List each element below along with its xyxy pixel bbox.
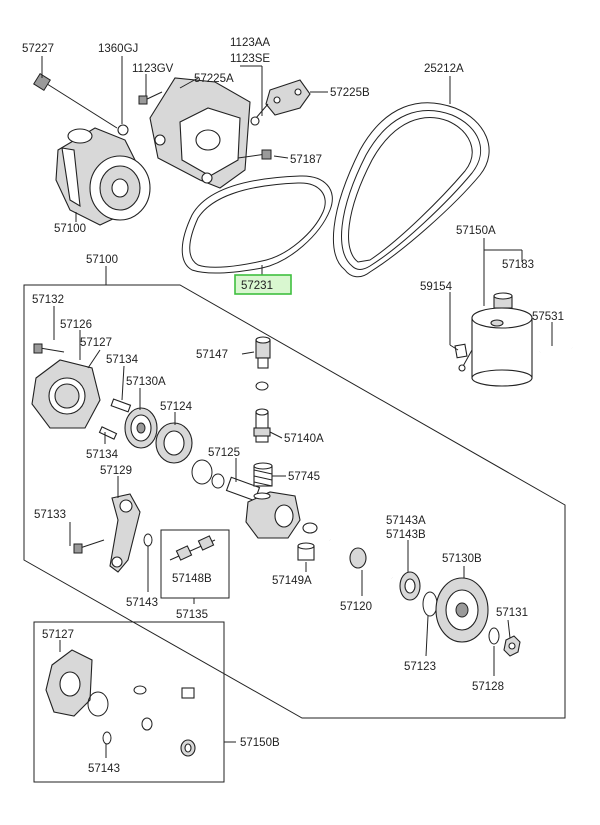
valve-kit-frame [160,529,230,599]
part-label-57124[interactable]: 57124 [160,401,193,413]
part-label-57143-mid[interactable]: 57143 [126,597,158,609]
part-label-57148B[interactable]: 57148B [172,573,212,585]
label-plate-59154[interactable] [454,343,468,359]
hose-57531[interactable] [539,343,573,355]
kit-oring-large[interactable] [87,691,109,717]
drive-belt-25212A[interactable] [332,102,490,278]
bolt-1123GV[interactable] [138,91,163,105]
reservoir-57150A[interactable] [458,307,533,387]
pump-bracket[interactable] [149,77,251,189]
part-label-57140A[interactable]: 57140A [284,433,324,445]
cover-gasket-57126[interactable] [31,359,101,429]
pin-57134b[interactable] [98,426,118,440]
part-label-57231[interactable]: 57231 [241,280,273,292]
fitting-57147[interactable] [255,336,271,369]
part-label-57133[interactable]: 57133 [34,509,66,521]
part-label-57125[interactable]: 57125 [208,447,240,459]
kit-oring-a[interactable] [133,685,147,695]
part-label-57129[interactable]: 57129 [100,465,132,477]
bolt-57132[interactable] [33,343,65,354]
rotor-57130A[interactable] [124,407,158,449]
oring-57125[interactable] [191,459,225,489]
gasket-57127[interactable] [45,649,93,717]
oring-57143a[interactable] [143,533,153,547]
bushing-57149A[interactable] [297,542,315,561]
gasket-kit-frame [33,621,225,783]
seal-57123[interactable] [422,591,438,617]
part-label-57150A[interactable]: 57150A [456,225,496,237]
part-label-57531[interactable]: 57531 [532,311,564,323]
bolt-57187[interactable] [237,149,272,160]
kit-oring-b[interactable] [141,717,153,731]
part-label-57187[interactable]: 57187 [290,154,322,166]
kit-seal[interactable] [180,739,196,757]
pump-assembly-frame [23,284,566,719]
part-label-59154[interactable]: 59154 [420,281,453,293]
bearing-57143A[interactable] [399,571,421,601]
part-label-57132[interactable]: 57132 [32,294,64,306]
kit-bushing[interactable] [181,687,195,699]
part-label-57183[interactable]: 57183 [502,259,534,271]
nut-57131[interactable] [503,635,521,657]
part-label-57225B[interactable]: 57225B [330,87,370,99]
part-label-57127-upper[interactable]: 57127 [80,337,112,349]
leader-lines [41,56,553,758]
part-label-57143-kit[interactable]: 57143 [88,763,120,775]
pulley-57130B[interactable] [435,577,489,643]
part-label-1123AA[interactable]: 1123AA [230,37,270,49]
part-label-57227[interactable]: 57227 [22,43,54,55]
oring-small[interactable] [255,381,269,391]
part-label-57149A[interactable]: 57149A [272,575,312,587]
part-label-57100-group[interactable]: 57100 [86,254,118,266]
part-label-1123GV[interactable]: 1123GV [132,63,174,75]
ring-57134a[interactable] [110,398,132,413]
spring-57745[interactable] [253,462,273,487]
part-label-57143A[interactable]: 57143A [386,515,426,527]
washer-57128[interactable] [488,627,500,645]
valve-57140A[interactable] [253,408,271,443]
reservoir-cap-57183[interactable] [493,292,513,309]
part-label-57123[interactable]: 57123 [404,661,436,673]
part-label-57134-upper[interactable]: 57134 [106,354,139,366]
part-label-57150B[interactable]: 57150B [240,737,280,749]
shaft-57120[interactable] [328,538,394,580]
part-label-1360GJ[interactable]: 1360GJ [98,43,138,55]
part-label-57147[interactable]: 57147 [196,349,228,361]
part-label-57131[interactable]: 57131 [496,607,528,619]
kit-oring-c[interactable] [102,731,112,745]
part-label-57745[interactable]: 57745 [288,471,320,483]
part-label-57134-lower[interactable]: 57134 [86,449,119,461]
part-label-57100-top[interactable]: 57100 [54,223,86,235]
part-label-25212A[interactable]: 25212A [424,63,464,75]
part-label-57225A[interactable]: 57225A [194,73,234,85]
part-label-57127-kit[interactable]: 57127 [42,629,74,641]
part-label-57135[interactable]: 57135 [176,609,208,621]
part-label-57130A[interactable]: 57130A [126,376,166,388]
bolt-57133[interactable] [73,539,105,554]
small-bushing[interactable] [302,522,318,534]
part-label-57130B[interactable]: 57130B [442,553,482,565]
valve-kit-57148B[interactable] [169,535,216,561]
part-label-57143B[interactable]: 57143B [386,529,426,541]
drive-belt-57231[interactable] [181,175,333,274]
part-label-1123SE[interactable]: 1123SE [230,53,270,65]
part-label-57128[interactable]: 57128 [472,681,504,693]
selected-part-highlight [234,274,292,295]
part-label-57126[interactable]: 57126 [60,319,92,331]
bracket-plate-57225B[interactable] [250,79,311,126]
pump-housing[interactable] [245,491,301,539]
cam-ring-57124[interactable] [155,422,193,464]
bracket-57129[interactable] [109,493,141,573]
part-label-57120[interactable]: 57120 [340,601,372,613]
power-steering-pump-assembly[interactable] [33,73,151,226]
